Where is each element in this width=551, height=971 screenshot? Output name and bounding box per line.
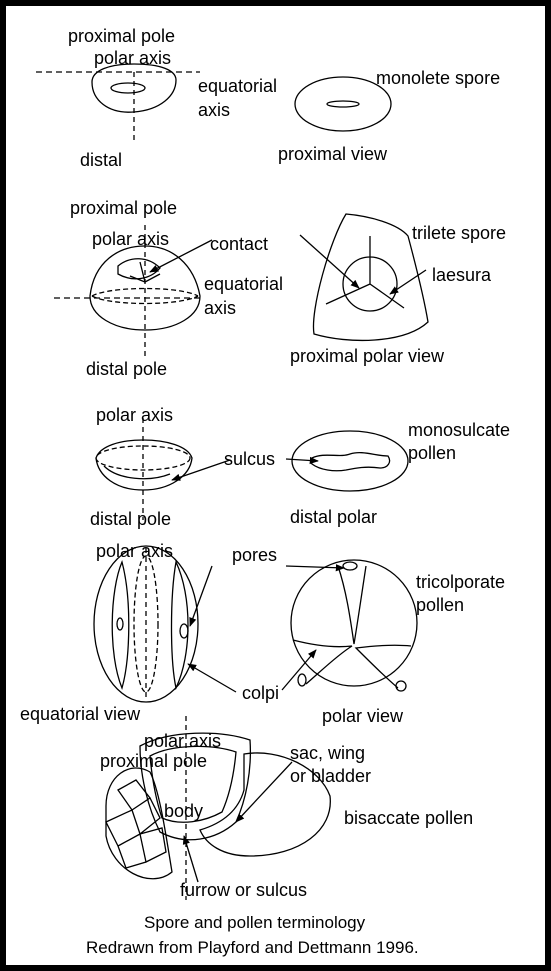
monosulcate-polar-view-drawing bbox=[286, 431, 408, 491]
bisaccate-sac-line1: sac, wing bbox=[290, 743, 365, 763]
monolete-equatorial-label: equatorial bbox=[198, 76, 277, 96]
trilete-proximal-view-drawing bbox=[300, 214, 428, 340]
trilete-polar-axis-label: polar axis bbox=[92, 229, 169, 249]
bisaccate-furrow-label: furrow or sulcus bbox=[180, 880, 307, 900]
bisaccate-proximal-pole-label: proximal pole bbox=[100, 751, 207, 771]
bisaccate-body-label: body bbox=[164, 801, 203, 821]
tricolporate-polar-axis-label: polar axis bbox=[96, 541, 173, 561]
caption-title: Spore and pollen terminology bbox=[144, 913, 365, 933]
tricolporate-polar-drawing bbox=[282, 560, 417, 691]
monosulcate-polar-axis-label: polar axis bbox=[96, 405, 173, 425]
tricolporate-pores-label: pores bbox=[232, 545, 277, 565]
monolete-axis-label: axis bbox=[198, 100, 230, 120]
trilete-distal-pole-label: distal pole bbox=[86, 359, 167, 379]
tricolporate-polar-view-label: polar view bbox=[322, 706, 403, 726]
tricolporate-equatorial-view-label: equatorial view bbox=[20, 704, 140, 724]
tricolporate-colpi-label: colpi bbox=[242, 683, 279, 703]
monolete-polar-axis-label: polar axis bbox=[94, 48, 171, 68]
caption-source: Redrawn from Playford and Dettmann 1996. bbox=[86, 938, 419, 958]
bisaccate-sac-line2: or bladder bbox=[290, 766, 371, 786]
monosulcate-view-label: distal polar bbox=[290, 507, 377, 527]
tricolporate-equatorial-drawing bbox=[94, 546, 236, 702]
monosulcate-sulcus-label: sulcus bbox=[224, 449, 275, 469]
monolete-spore-name: monolete spore bbox=[376, 68, 500, 88]
monosulcate-side-drawing bbox=[96, 418, 230, 520]
bisaccate-polar-axis-label: polar axis bbox=[144, 731, 221, 751]
monolete-side-drawing bbox=[36, 64, 200, 140]
monosulcate-name-line2: pollen bbox=[408, 443, 456, 463]
trilete-equatorial-label: equatorial bbox=[204, 274, 283, 294]
trilete-contact-label: contact bbox=[210, 234, 268, 254]
trilete-laesura-label: laesura bbox=[432, 265, 491, 285]
monolete-view-label: proximal view bbox=[278, 144, 387, 164]
tricolporate-name-line1: tricolporate bbox=[416, 572, 505, 592]
tricolporate-name-line2: pollen bbox=[416, 595, 464, 615]
monosulcate-name-line1: monosulcate bbox=[408, 420, 510, 440]
monolete-proximal-pole-label: proximal pole bbox=[68, 26, 175, 46]
monosulcate-distal-pole-label: distal pole bbox=[90, 509, 171, 529]
trilete-spore-name: trilete spore bbox=[412, 223, 506, 243]
trilete-proximal-pole-label: proximal pole bbox=[70, 198, 177, 218]
trilete-view-label: proximal polar view bbox=[290, 346, 444, 366]
trilete-axis-label: axis bbox=[204, 298, 236, 318]
bisaccate-name: bisaccate pollen bbox=[344, 808, 473, 828]
monolete-distal-label: distal bbox=[80, 150, 122, 170]
